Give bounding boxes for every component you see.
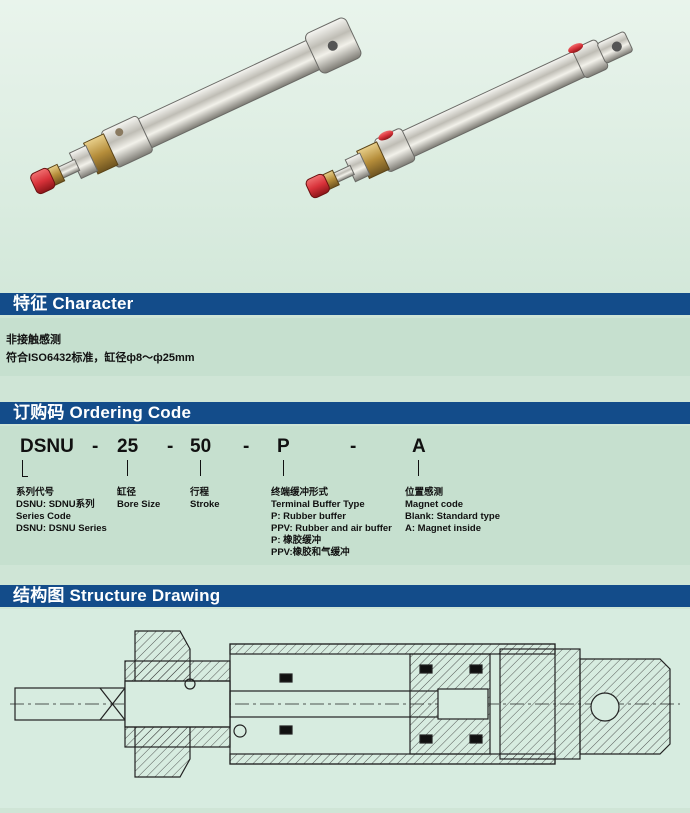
ordering-panel [0, 426, 690, 565]
desc-magnet-en: Magnet code [405, 499, 464, 510]
desc-buffer-cn: 终端缓冲形式 [271, 487, 329, 498]
cylinder-right [305, 31, 633, 199]
desc-buffer-en: Terminal Buffer Type [271, 499, 365, 510]
code-separator: - [350, 436, 357, 457]
desc-magnet-blank: Blank: Standard type [405, 511, 501, 522]
desc-buffer-p-cn: P: 橡胶缓冲 [271, 535, 322, 546]
desc-series-en: Series Code [16, 511, 71, 522]
structure-drawing-svg [10, 630, 680, 778]
character-line-1: 非接触感测 [6, 334, 61, 346]
desc-bore-cn: 缸径 [117, 487, 137, 498]
section-header-character: 特征 Character [0, 293, 690, 315]
desc-series-cn: 系列代号 [16, 487, 55, 498]
code-magnet: A [412, 436, 426, 457]
character-panel [0, 318, 690, 376]
connector-series [22, 460, 23, 476]
cylinder-left [30, 17, 362, 195]
connector-bore [127, 460, 128, 476]
desc-bore: 缸径 Bore Size [117, 487, 160, 511]
connector-series-foot [22, 476, 28, 477]
desc-stroke-cn: 行程 [190, 487, 210, 498]
code-separator: - [243, 436, 250, 457]
desc-magnet: 位置感测 Magnet code Blank: Standard type A:… [405, 487, 500, 535]
desc-series-dsnu: DSNU: DSNU Series [16, 523, 107, 534]
code-bore: 25 [117, 436, 139, 457]
code-stroke: 50 [190, 436, 212, 457]
desc-stroke-en: Stroke [190, 499, 220, 510]
section-header-ordering: 订购码 Ordering Code [0, 402, 690, 424]
connector-magnet [418, 460, 419, 476]
section-header-structure: 结构图 Structure Drawing [0, 585, 690, 607]
code-series: DSNU [20, 436, 74, 457]
desc-buffer-p: P: Rubber buffer [271, 511, 346, 522]
desc-magnet-cn: 位置感测 [405, 487, 444, 498]
desc-buffer: 终端缓冲形式 Terminal Buffer Type P: Rubber bu… [271, 487, 392, 559]
desc-buffer-ppv-cn: PPV:橡胶和气缓冲 [271, 547, 350, 558]
desc-stroke: 行程 Stroke [190, 487, 220, 511]
cylinder-illustration [30, 17, 633, 199]
desc-series: 系列代号 DSNU: SDNU系列 Series Code DSNU: DSNU… [16, 487, 107, 535]
code-separator: - [167, 436, 174, 457]
character-line-2: 符合ISO6432标准，缸径ф8～ф25mm [6, 352, 195, 364]
code-buffer: P [277, 436, 290, 457]
code-separator: - [92, 436, 99, 457]
desc-magnet-a: A: Magnet inside [405, 523, 482, 534]
connector-buffer [283, 460, 284, 476]
product-photo [0, 0, 690, 293]
connector-stroke [200, 460, 201, 476]
desc-buffer-ppv: PPV: Rubber and air buffer [271, 523, 392, 534]
desc-series-sdnu: DSNU: SDNU系列 [16, 499, 95, 510]
desc-bore-en: Bore Size [117, 499, 161, 510]
structure-drawing [0, 609, 690, 808]
